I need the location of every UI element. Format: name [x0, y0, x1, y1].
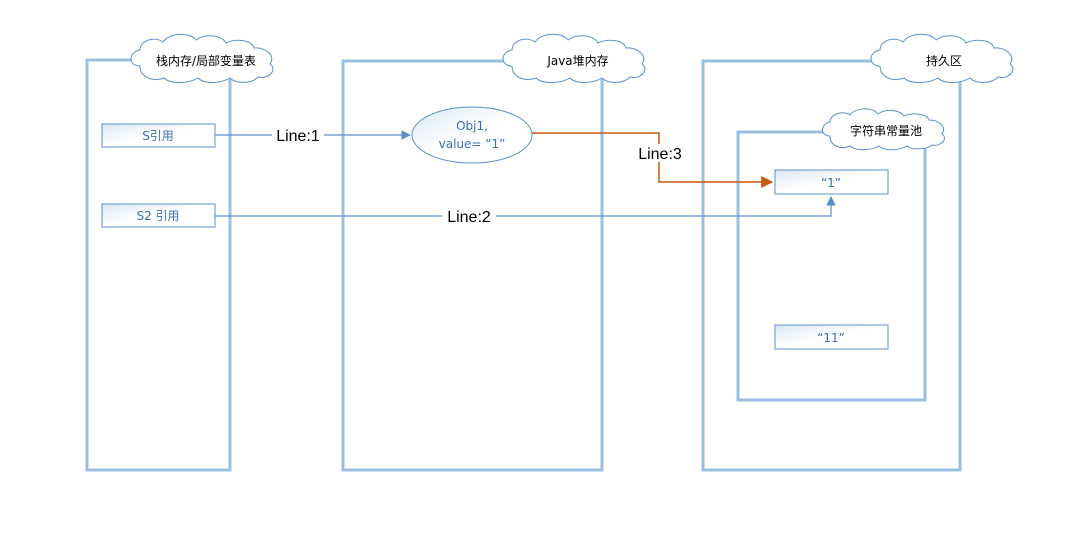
perm-title-cloud: 持久区	[870, 33, 1014, 83]
s2-reference-label: S2 引用	[136, 209, 179, 223]
link-line3: Line:3	[532, 132, 774, 188]
heap-object-line1: Obj1,	[456, 119, 488, 133]
s-reference: S引用	[101, 123, 216, 148]
heap-object-line2: value= “1”	[439, 137, 506, 151]
link-line3-label: Line:3	[638, 146, 682, 163]
pool-title: 字符串常量池	[850, 123, 922, 138]
link-line1: Line:1	[215, 126, 411, 145]
stack-title: 栈内存/局部变量表	[156, 53, 256, 68]
link-line1-label: Line:1	[276, 128, 320, 145]
perm-title: 持久区	[926, 53, 962, 68]
pool-item-11-label: “11”	[817, 331, 845, 345]
s-reference-label: S引用	[142, 129, 174, 143]
pool-item-11: “11”	[774, 324, 889, 350]
stack-title-cloud: 栈内存/局部变量表	[130, 33, 274, 83]
pool-item-1: “1”	[774, 169, 889, 195]
link-line2: Line:2	[215, 196, 836, 226]
s2-reference: S2 引用	[101, 203, 216, 228]
heap-title: Java堆内存	[546, 54, 608, 68]
stack-region	[85, 58, 232, 472]
pool-item-1-label: “1”	[821, 176, 841, 190]
pool-title-cloud: 字符串常量池	[822, 108, 946, 151]
heap-object-obj1: Obj1, value= “1”	[411, 106, 533, 164]
heap-title-cloud: Java堆内存	[502, 33, 646, 83]
link-line2-label: Line:2	[447, 209, 491, 226]
